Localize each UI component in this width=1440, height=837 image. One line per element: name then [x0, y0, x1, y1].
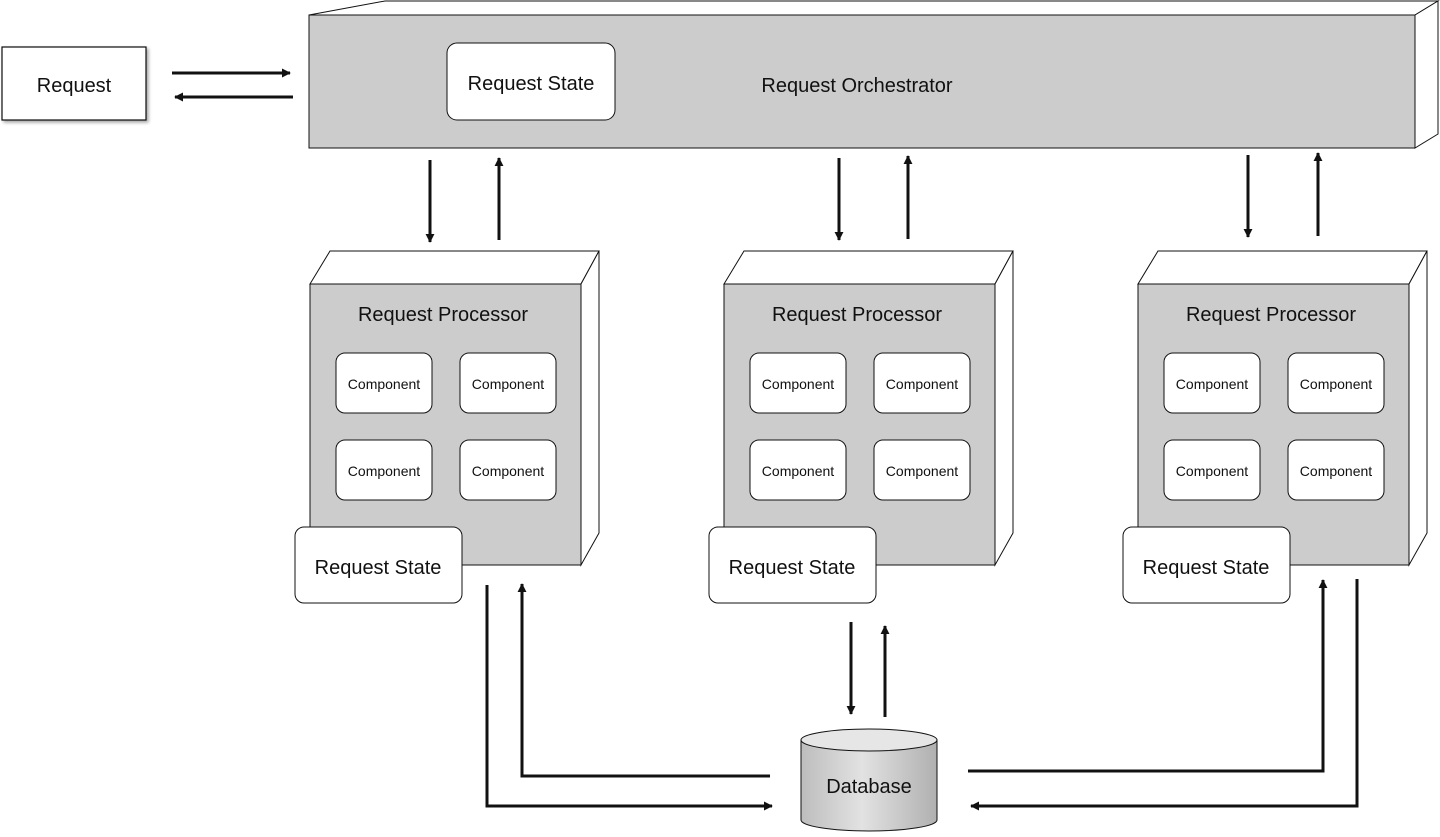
component-label: Component — [472, 463, 544, 479]
component-label: Component — [762, 376, 834, 392]
arrow-database-to-processor-3 — [968, 579, 1328, 773]
orchestrator-title: Request Orchestrator — [761, 75, 953, 97]
component-label: Component — [1176, 463, 1248, 479]
request-label: Request — [37, 75, 112, 97]
request-processor-3: Request Processor Component Component Co… — [1122, 250, 1428, 604]
component-label: Component — [1176, 376, 1248, 392]
orchestrator-request-state: Request State — [446, 42, 616, 121]
arrow-processor-3-to-database — [970, 579, 1359, 811]
processor-title: Request Processor — [772, 304, 942, 326]
component-box: Component — [749, 352, 847, 414]
processor-request-state: Request State — [708, 526, 877, 604]
component-box: Component — [749, 439, 847, 501]
component-box: Component — [1287, 439, 1385, 501]
component-label: Component — [762, 463, 834, 479]
database-label: Database — [826, 776, 912, 798]
request-processor-2: Request Processor Component Component Co… — [708, 250, 1014, 604]
component-label: Component — [348, 463, 420, 479]
processor-state-label: Request State — [315, 557, 442, 579]
component-label: Component — [348, 376, 420, 392]
arrow-database-to-processor-1 — [517, 583, 770, 778]
component-label: Component — [472, 376, 544, 392]
component-box: Component — [459, 439, 557, 501]
component-box: Component — [335, 352, 433, 414]
processor-state-label: Request State — [729, 557, 856, 579]
orchestrator-processor-arrows — [425, 152, 1323, 243]
processor-request-state: Request State — [294, 526, 463, 604]
processor-title: Request Processor — [1186, 304, 1356, 326]
component-label: Component — [1300, 463, 1372, 479]
request-orchestrator-arrows — [172, 68, 293, 102]
component-label: Component — [886, 376, 958, 392]
component-label: Component — [1300, 376, 1372, 392]
database-cylinder: Database — [800, 728, 938, 832]
component-box: Component — [1163, 439, 1261, 501]
component-box: Component — [459, 352, 557, 414]
request-box: Request — [1, 46, 147, 121]
component-label: Component — [886, 463, 958, 479]
orchestrator-state-label: Request State — [468, 73, 595, 95]
processor-title: Request Processor — [358, 304, 528, 326]
processor-database-arrows — [485, 579, 1359, 811]
component-box: Component — [873, 439, 971, 501]
component-box: Component — [335, 439, 433, 501]
component-box: Component — [873, 352, 971, 414]
component-box: Component — [1163, 352, 1261, 414]
request-processor-1: Request Processor Component Component Co… — [294, 250, 600, 604]
arrow-processor-1-to-database — [485, 585, 773, 811]
processor-request-state: Request State — [1122, 526, 1291, 604]
processor-state-label: Request State — [1143, 557, 1270, 579]
component-box: Component — [1287, 352, 1385, 414]
